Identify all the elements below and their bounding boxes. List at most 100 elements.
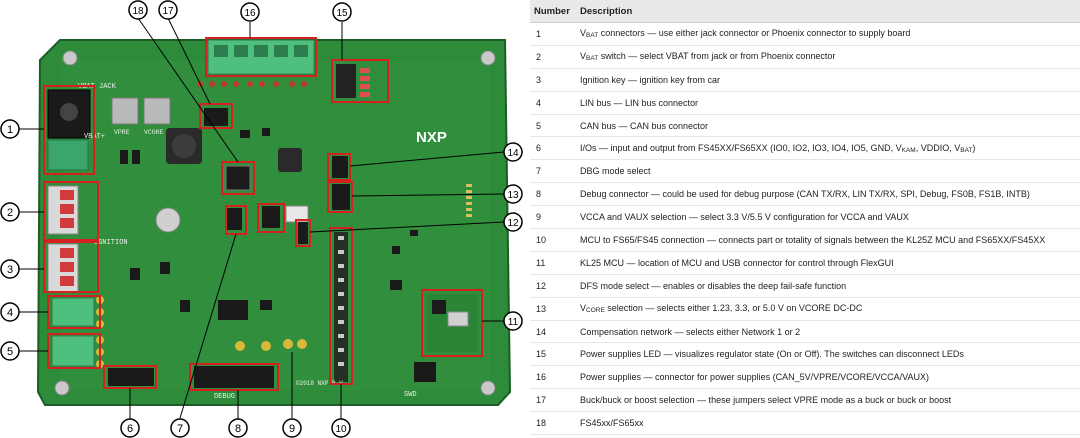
callout-14: 14 (503, 142, 523, 162)
can-connector (51, 335, 95, 367)
row-description: KL25 MCU — location of MCU and USB conne… (576, 251, 1080, 275)
callout-3: 3 (0, 259, 20, 279)
callout-16: 16 (240, 2, 260, 22)
vbat-phoenix-connector (47, 139, 89, 171)
callout-4: 4 (0, 302, 20, 322)
compensation-network-jumper (332, 156, 348, 178)
switch-red-levers (60, 190, 74, 228)
io-header (108, 368, 154, 386)
row-number: 10 (530, 228, 576, 252)
row-description: DFS mode select — enables or disables th… (576, 274, 1080, 298)
callout-7: 7 (170, 418, 190, 438)
right-led-column (466, 184, 472, 217)
row-description: I/Os — input and output from FS45XX/FS65… (576, 136, 1080, 161)
usb-connector (447, 311, 469, 327)
svg-text:13: 13 (507, 190, 519, 201)
callout-13: 13 (503, 184, 523, 204)
test-points (235, 339, 307, 351)
callout-8: 8 (228, 418, 248, 438)
nxp-logo: NXP (416, 129, 447, 146)
callout-5: 5 (0, 341, 20, 361)
callout-17: 17 (158, 0, 178, 20)
row-description: VBAT connectors — use either jack connec… (576, 22, 1080, 46)
svg-text:10: 10 (335, 424, 347, 435)
dbg-mode-jumper (226, 208, 242, 230)
row-number: 3 (530, 68, 576, 92)
row-description: VCCA and VAUX selection — select 3.3 V/5… (576, 205, 1080, 230)
row-number: 8 (530, 182, 576, 207)
smd-components (120, 128, 418, 320)
row-number: 7 (530, 159, 576, 184)
silk-debug: DEBUG (214, 393, 235, 401)
svg-text:11: 11 (508, 317, 519, 328)
vcca-vaux-jumper (262, 206, 280, 228)
svg-text:15: 15 (336, 8, 348, 19)
svg-text:12: 12 (507, 218, 519, 229)
callout-markers: 1 2 3 4 5 6 7 8 9 10 11 12 13 14 15 16 1… (0, 0, 523, 438)
mounting-hole (480, 50, 496, 66)
debug-connector (194, 366, 274, 388)
callout-18: 18 (128, 0, 148, 20)
buck-boost-jumpers (204, 108, 228, 126)
svg-text:1: 1 (7, 124, 13, 136)
row-description: Compensation network — selects either Ne… (576, 320, 1080, 344)
swd-header (414, 362, 436, 382)
dfs-mode-jumper (298, 222, 308, 244)
connector-slots (214, 45, 308, 57)
silk-year: ©2018 NXP B.V. (296, 380, 346, 387)
callout-boxes (43, 37, 483, 391)
callout-6: 6 (120, 418, 140, 438)
row-description: Ignition key — ignition key from car (576, 68, 1080, 92)
svg-text:18: 18 (132, 6, 144, 17)
svg-text:8: 8 (235, 423, 241, 435)
vcore-selection-jumper (332, 184, 350, 210)
mounting-hole (480, 380, 496, 396)
svg-text:17: 17 (162, 6, 174, 17)
row-description: VBAT switch — select VBAT from jack or f… (576, 45, 1080, 69)
row-description: Power supplies LED — visualizes regulato… (576, 342, 1080, 367)
inductor-core (172, 134, 196, 158)
row-description: MCU to FS65/FS45 connection — connects p… (576, 228, 1080, 252)
ignition-red-levers (60, 248, 74, 286)
lin-connector (51, 297, 95, 327)
svg-text:9: 9 (289, 423, 295, 435)
row-description: LIN bus — LIN bus connector (576, 91, 1080, 115)
svg-text:7: 7 (177, 423, 183, 435)
callout-11: 11 (503, 311, 523, 331)
row-number: 17 (530, 388, 576, 413)
callout-1: 1 (0, 119, 20, 139)
row-number: 15 (530, 342, 576, 367)
header-number: Number (530, 0, 576, 23)
switch-leds (360, 68, 370, 97)
row-description: Buck/buck or boost selection — these jum… (576, 388, 1080, 413)
jack-hole (60, 103, 78, 121)
silk-swd: SWD (404, 391, 417, 399)
svg-text:4: 4 (7, 307, 13, 319)
row-description: CAN bus — CAN bus connector (576, 114, 1080, 138)
leader-lines (19, 17, 505, 420)
row-number: 9 (530, 205, 576, 230)
callout-12: 12 (503, 212, 523, 232)
electrolytic-capacitor (155, 207, 181, 233)
silk-vcore: VCORE (144, 129, 164, 136)
mounting-hole (62, 50, 78, 66)
svg-text:2: 2 (7, 207, 13, 219)
svg-text:16: 16 (244, 8, 256, 19)
row-description: FS45xx/FS65xx (576, 411, 1080, 436)
row-number: 16 (530, 365, 576, 390)
row-number: 13 (530, 297, 576, 321)
